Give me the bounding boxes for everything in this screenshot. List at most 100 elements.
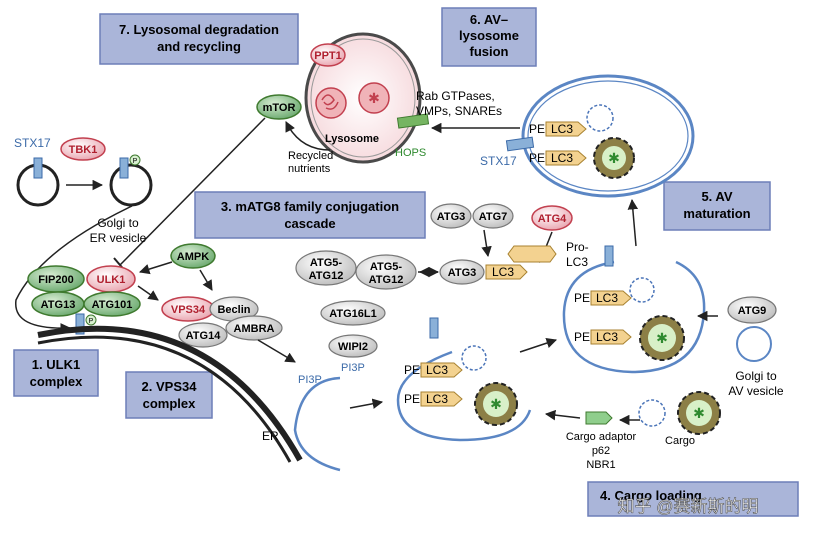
atg5-atg12-pill-b <box>355 254 417 290</box>
lc3-label-5: LC3 <box>596 291 618 305</box>
fip200-label: FIP200 <box>38 274 73 286</box>
ppt1-pill <box>310 43 346 67</box>
stx17-label-left: STX17 <box>14 136 51 150</box>
lc3-mid-shape <box>485 264 528 280</box>
step7-box: 7. Lysosomal degradation and recycling <box>99 13 299 65</box>
atg9-label: ATG9 <box>738 305 767 317</box>
omegasome-membrane <box>293 376 341 472</box>
atg7-label: ATG7 <box>479 211 508 223</box>
atg5-a-label-2: ATG12 <box>309 270 344 282</box>
p62-label: p62 <box>592 445 610 457</box>
ampk-label: AMPK <box>177 251 209 263</box>
lc3-label-3: LC3 <box>426 363 448 377</box>
phagophore: PE LC3 PE LC3 ✱ <box>396 317 532 442</box>
step1-box: 1. ULK1 complex <box>13 349 99 397</box>
vps34-label: VPS34 <box>171 304 206 316</box>
atg5-b-label-1: ATG5- <box>370 261 403 273</box>
step3-label: 3. mATG8 family conjugation <box>221 199 399 214</box>
svg-text:✱: ✱ <box>608 150 620 166</box>
hops-bar <box>396 113 430 129</box>
pro-lc3-label-2: LC3 <box>566 255 588 269</box>
svg-text:✱: ✱ <box>368 90 380 106</box>
ppt1-label: PPT1 <box>314 50 342 62</box>
pi3p-label-2: PI3P <box>341 362 365 374</box>
atg9-pill <box>727 296 777 324</box>
atg9-vesicle <box>736 326 772 362</box>
step5-label-2: maturation <box>683 206 750 221</box>
golgi-av-label-1: Golgi to <box>735 369 777 383</box>
er-label: ER <box>262 429 279 443</box>
step7-label: 7. Lysosomal degradation <box>119 22 279 37</box>
vesicle-right <box>109 163 153 207</box>
step1-label-2: complex <box>30 374 84 389</box>
rab-label-2: VMPs, SNAREs <box>416 104 502 118</box>
hops-label: HOPS <box>395 147 426 159</box>
golgi-er-label-2: ER vesicle <box>90 231 147 245</box>
atg16l1-pill <box>320 300 386 326</box>
step2-label: 2. VPS34 <box>142 379 198 394</box>
pe-label-2: PE <box>529 151 545 165</box>
step6-label-2: lysosome <box>459 28 519 43</box>
wipi2-pill <box>328 334 378 358</box>
stx17-label-top: STX17 <box>480 154 517 168</box>
step4-label: 4. Cargo loading <box>600 488 702 503</box>
ambra-pill <box>225 315 283 341</box>
ambra-label: AMBRA <box>234 323 275 335</box>
er-membrane <box>37 325 303 462</box>
ampk-pill <box>170 243 216 269</box>
atg101-pill <box>83 291 141 317</box>
step2-label-2: complex <box>143 396 197 411</box>
svg-text:✱: ✱ <box>490 396 502 412</box>
atg3-top-pill <box>430 203 472 229</box>
atg3-mid-pill <box>439 259 485 285</box>
lc3-mid-label: LC3 <box>492 265 514 279</box>
pe-label-6: PE <box>574 330 590 344</box>
pro-lc3-label-1: Pro- <box>566 240 589 254</box>
atg16l1-label: ATG16L1 <box>329 308 376 320</box>
atg3-top-label: ATG3 <box>437 211 466 223</box>
atg4-label: ATG4 <box>538 213 567 225</box>
atg5-atg12-pill-a <box>295 250 357 286</box>
tbk1-label: TBK1 <box>69 144 98 156</box>
nbr1-label: NBR1 <box>586 459 615 471</box>
step7-label-2: and recycling <box>157 39 241 54</box>
ulk1-label: ULK1 <box>97 274 126 286</box>
lysosome-label: Lysosome <box>325 133 379 145</box>
watermark: 知乎 @赛新斯的明 <box>618 496 759 516</box>
autophagosome: PE LC3 PE LC3 ✱ <box>562 245 706 374</box>
lc3-label-6: LC3 <box>596 330 618 344</box>
pro-lc3-shape <box>507 245 557 263</box>
atg14-pill <box>178 322 228 348</box>
autolysosome: STX17 PE LC3 PE LC3 ✱ <box>480 74 695 198</box>
mtor-pill <box>256 94 302 120</box>
cargo-adaptor-icon <box>585 411 613 425</box>
pe-label-5: PE <box>574 291 590 305</box>
atg3-mid-label: ATG3 <box>448 267 477 279</box>
step1-label: 1. ULK1 <box>32 357 80 372</box>
step3-box: 3. mATG8 family conjugation cascade <box>194 191 426 239</box>
step2-box: 2. VPS34 complex <box>125 371 213 419</box>
step3-label-2: cascade <box>284 216 335 231</box>
atg5-a-label-1: ATG5- <box>310 257 343 269</box>
atg7-pill <box>472 203 514 229</box>
lc3-label-1: LC3 <box>551 122 573 136</box>
step6-box: 6. AV– lysosome fusion <box>441 7 537 67</box>
pe-label-3: PE <box>404 363 420 377</box>
mtor-label: mTOR <box>263 102 296 114</box>
nutrients-label: nutrients <box>288 163 331 175</box>
atg14-label: ATG14 <box>186 330 222 342</box>
svg-text:✱: ✱ <box>656 330 668 346</box>
pi3p-label-1: PI3P <box>298 374 322 386</box>
golgi-er-label-1: Golgi to <box>97 216 139 230</box>
step6-label-3: fusion <box>470 44 509 59</box>
atg101-label: ATG101 <box>92 299 133 311</box>
mtor-inhibition-line <box>119 117 266 266</box>
step6-label: 6. AV– <box>470 12 508 27</box>
lysosome: PPT1 ✱ Lysosome <box>304 32 422 164</box>
golgi-av-label-2: AV vesicle <box>728 384 783 398</box>
cargo-protein-icon <box>638 399 666 427</box>
atg13-label: ATG13 <box>41 299 76 311</box>
rab-label-1: Rab GTPases, <box>416 89 495 103</box>
lc3-label-2: LC3 <box>551 151 573 165</box>
svg-text:✱: ✱ <box>693 405 705 421</box>
